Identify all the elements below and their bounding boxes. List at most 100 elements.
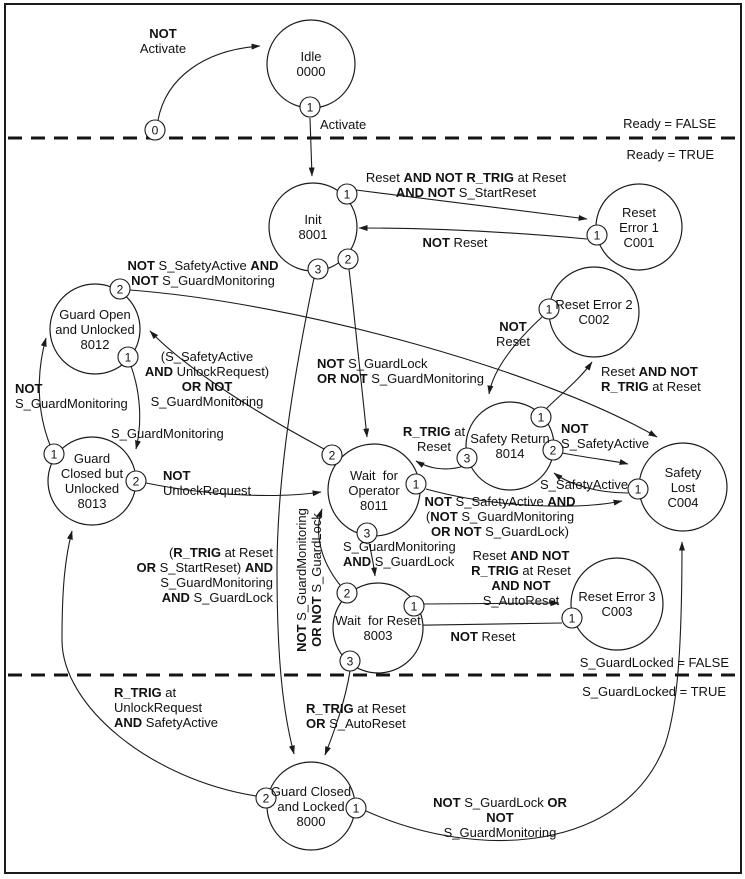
transition-label-e4: NOT Reset: [422, 235, 488, 250]
port-8011-1: [405, 473, 427, 495]
transition-label-e14: S_SafetyActive: [540, 477, 629, 492]
port-8011-3: [356, 522, 378, 544]
diagram-border: [4, 3, 742, 874]
transition-8013-1-to-8012: [38, 337, 51, 446]
transition-8011-2-to-8012: [149, 330, 325, 450]
state-circle-8003: [332, 582, 424, 674]
port-8001-2: [337, 248, 359, 270]
port-8012-2-number: 2: [117, 283, 124, 297]
port-8003-1-number: 1: [411, 600, 418, 614]
port-8014-1: [530, 406, 552, 428]
port-8001-3-number: 3: [315, 263, 322, 277]
port-8000-1-number: 1: [353, 802, 360, 816]
port-C004-1: [627, 478, 649, 500]
port-8012-1: [117, 346, 139, 368]
transition-8014-2-to-C004: [561, 452, 629, 465]
port-8001-1: [336, 183, 358, 205]
port-8011-3-number: 3: [364, 527, 371, 541]
transition-8001-1-to-C001: [355, 189, 588, 221]
transition-8001-2-to-8011: [348, 268, 370, 438]
port-8011-1-number: 1: [413, 478, 420, 492]
transition-C001-1-to-8001: [358, 225, 588, 240]
state-circle-C003: [570, 557, 664, 651]
transition-8012-2-to-C004: [129, 289, 658, 438]
port-8003-3-number: 3: [347, 655, 354, 669]
port-8014-3-number: 3: [464, 452, 471, 466]
transition-8001-3-to-8000: [276, 277, 315, 755]
port-8003-2: [336, 582, 358, 604]
port-C003-1-number: 1: [569, 612, 576, 626]
transition-8003-1-to-C003: [423, 600, 560, 607]
transition-label-e21: NOT Reset: [450, 629, 516, 644]
transition-8014-1-to-C002: [545, 361, 593, 410]
transition-8011-1-to-C004: [425, 488, 623, 507]
port-8001-1-number: 1: [344, 188, 351, 202]
port-C004-1-number: 1: [635, 483, 642, 497]
port-C003-1: [561, 607, 583, 629]
transition-8012-1-to-8013: [130, 365, 141, 450]
port-C002-1-number: 1: [546, 303, 553, 317]
transition-0000-1-to-8001: [308, 117, 315, 177]
port-C001-1-number: 1: [594, 229, 601, 243]
transition-label-e2: Activate: [320, 117, 367, 132]
port-0000-1-number: 1: [307, 101, 314, 115]
port-8012-1-number: 1: [125, 351, 132, 365]
port-8003-3: [339, 650, 361, 672]
port-8013-1: [43, 443, 65, 465]
transition-label-e17: NOT S_SafetyActive AND(NOT S_GuardMonito…: [424, 494, 576, 539]
port-8014-3: [456, 447, 478, 469]
region-label-ready-false: Ready = FALSE: [623, 116, 716, 131]
port-8011-2-number: 2: [329, 449, 336, 463]
transition-8000-1-to-C004: [365, 541, 685, 841]
port-8014-2: [542, 439, 564, 461]
transition-C004-1-to-8014: [553, 472, 629, 494]
state-circle-8012: [49, 283, 141, 375]
transition-C002-1-to-8014: [487, 316, 543, 395]
port-any-state-0: [144, 119, 166, 141]
port-8014-2-number: 2: [550, 444, 557, 458]
port-8001-2-number: 2: [345, 253, 352, 267]
port-8003-1: [403, 595, 425, 617]
port-8001-3: [307, 258, 329, 280]
port-8011-2: [321, 444, 343, 466]
transition-8003-3-to-8000: [324, 670, 351, 756]
transition-label-e9: S_GuardMonitoring: [111, 426, 224, 441]
port-8013-2-number: 2: [133, 475, 140, 489]
port-C002-1: [538, 298, 560, 320]
port-8000-2-number: 2: [263, 792, 270, 806]
transition-8013-2-to-8011: [145, 482, 322, 497]
port-8000-1: [345, 797, 367, 819]
transition-0-to-0000: [157, 43, 261, 121]
port-8003-2-number: 2: [344, 587, 351, 601]
port-C001-1: [586, 224, 608, 246]
transition-8003-2-to-8011: [316, 508, 341, 586]
transition-8011-3-to-8003: [368, 542, 378, 577]
port-0000-1: [299, 96, 321, 118]
port-8014-1-number: 1: [538, 411, 545, 425]
port-8013-2: [125, 470, 147, 492]
